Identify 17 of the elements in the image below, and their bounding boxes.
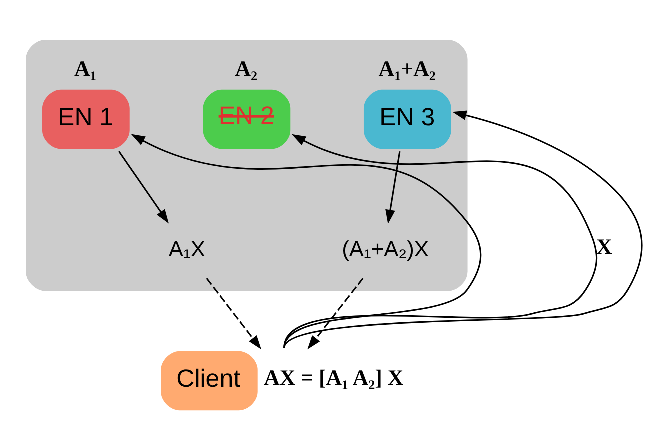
node-text: (A₁+A₂)X [342,236,430,262]
arrow [308,278,364,350]
arrow [284,110,643,349]
node-label: A₁+A₂ [378,57,436,82]
node-box: EN 3 [364,90,452,150]
node-text: A₁X [168,236,206,262]
node-box: Client [161,351,258,411]
node-label: A₂ [235,57,258,82]
edge-label: X [596,235,612,260]
arrow [206,278,262,350]
arrow [118,151,170,224]
node-label: A₁ [74,57,97,82]
node-box: EN 2 [203,90,291,150]
node-label: AX = [A₁ A₂] X [264,366,404,390]
arrow [284,134,598,348]
node-box: EN 1 [42,90,130,150]
arrow [386,151,401,224]
